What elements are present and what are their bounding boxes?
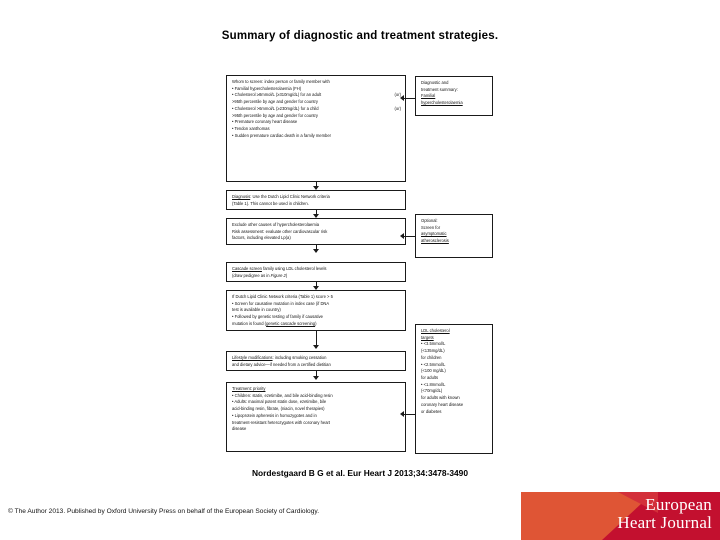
- connector-arrow-6: [313, 376, 319, 380]
- flow-box-genetic-screening: If Dutch Lipid Clinic Network criteria (…: [226, 290, 406, 331]
- whom-line-1: • Familial hypercholesterolaemia (FH): [232, 85, 302, 91]
- flow-box-lifestyle: Lifestyle modifications: including smoki…: [226, 351, 406, 371]
- whom-line-8: • Sudden premature cardiac death in a fa…: [232, 132, 332, 138]
- ldl-line-2: (<135mg/dL): [421, 348, 445, 354]
- summary-link-line-2[interactable]: hypercholesterolaemia: [421, 100, 463, 106]
- flow-box-diagnosis: Diagnosis: Use the Dutch Lipid Clinic Ne…: [226, 190, 406, 210]
- lifestyle-label: Lifestyle modifications: [232, 355, 273, 360]
- summary-link-line-1[interactable]: Familial: [421, 93, 436, 99]
- connector-line-3: [316, 245, 317, 252]
- side-connector-arrow-1: [400, 95, 404, 101]
- whom-line-7: • Tendon xanthomas: [232, 126, 270, 132]
- summary-line-1: Diagnostic and: [421, 80, 449, 85]
- whom-line-6: • Premature coronary heart disease: [232, 119, 298, 125]
- whom-line-5: >95th percentile by age and gender for c…: [232, 112, 318, 118]
- whom-line-3: >95th percentile by age and gender for c…: [232, 99, 318, 105]
- ldl-line-4: • <2.5mmol/L: [421, 361, 446, 367]
- ldl-label-line-1: LDL cholesterol: [421, 328, 450, 333]
- flow-box-exclude-causes: Exclude other causes of hypercholesterol…: [226, 218, 406, 245]
- flow-box-whom-to-screen: Whom to screen: index person or family m…: [226, 75, 406, 182]
- flow-box-ldl-targets: LDL cholesterol targets • <3.5mmol/L (<1…: [415, 324, 493, 454]
- side-connector-line-3: [403, 414, 415, 415]
- optional-link-line-1[interactable]: asymptomatic: [421, 231, 447, 237]
- connector-line-5: [316, 331, 317, 348]
- treatment-line-5: treatment-resistant heterozygotes with c…: [232, 419, 331, 425]
- connector-line-4: [316, 282, 317, 289]
- lifestyle-line-1: : including smoking cessation: [272, 355, 327, 360]
- cascade-figure-ref: Figure 2: [270, 272, 286, 278]
- genetic-line-5-pre: mutation is found (: [232, 320, 267, 326]
- ldl-line-7: • <1.8mmol/L: [421, 381, 446, 387]
- connector-arrow-5: [313, 345, 319, 349]
- flowchart-diagram: Whom to screen: index person or family m…: [226, 75, 493, 454]
- genetic-line-2: • Screen for causative mutation in index…: [232, 300, 330, 306]
- side-connector-line-2: [403, 236, 415, 237]
- connector-line-2: [316, 210, 317, 217]
- flow-box-treatment: Treatment: priority • Children: statin, …: [226, 382, 406, 452]
- ldl-line-1: • <3.5mmol/L: [421, 341, 446, 347]
- optional-line-2: Screen for: [421, 224, 441, 230]
- connector-line-1: [316, 182, 317, 189]
- treatment-line-4: • Lipoprotein apheresis in homozygotes a…: [232, 412, 317, 418]
- treatment-label: Treatment: priority: [232, 386, 266, 391]
- diagnosis-line-2: (Table 1). This cannot be used in childr…: [232, 200, 309, 206]
- whom-line-2-or: (or): [394, 92, 401, 98]
- side-connector-line-1: [403, 98, 415, 99]
- exclude-line-3: factors, including elevated Lp(a): [232, 235, 291, 241]
- cascade-label: Cascade screen: [232, 266, 262, 271]
- cascade-line-2-post: ): [285, 272, 288, 278]
- genetic-line-3: test is available in country): [232, 307, 281, 313]
- lifestyle-line-2: and dietary advice—if needed from a cert…: [232, 361, 331, 367]
- connector-arrow-3: [313, 249, 319, 253]
- ldl-line-10: coronary heart disease: [421, 401, 464, 407]
- logo-line-1: European: [645, 495, 712, 514]
- exclude-line-2: Risk assessment: evaluate other cardiova…: [232, 228, 328, 234]
- side-connector-arrow-2: [400, 233, 404, 239]
- flow-box-optional-screen: Optional: Screen for asymptomatic athero…: [415, 214, 493, 258]
- whom-heading: Whom to screen: index person or family m…: [232, 79, 330, 84]
- ldl-label-line-2: targets: [421, 334, 434, 340]
- summary-line-2: treatment summary:: [421, 86, 458, 92]
- connector-arrow-1: [313, 186, 319, 190]
- ldl-line-5: (<100 mg/dL): [421, 368, 446, 374]
- genetic-cascade-link: genetic cascade screening: [266, 320, 316, 326]
- ldl-line-3: for children: [421, 354, 442, 360]
- flow-box-diagnostic-summary: Diagnostic and treatment summary: Famili…: [415, 76, 493, 116]
- treatment-line-3: acid-binding resin, fibrate, (niacin, no…: [232, 406, 325, 412]
- connector-arrow-4: [313, 286, 319, 290]
- treatment-line-2: • Adults: maximal potent statin dose, ez…: [232, 399, 327, 405]
- page-title: Summary of diagnostic and treatment stra…: [221, 30, 499, 42]
- logo-wordmark: European Heart Journal: [617, 495, 712, 533]
- copyright-text: © The Author 2013. Published by Oxford U…: [8, 508, 320, 515]
- exclude-line-1: Exclude other causes of hypercholesterol…: [232, 222, 320, 227]
- optional-link-line-2[interactable]: atherosclerosis: [421, 238, 449, 244]
- ldl-line-9: for adults with known: [421, 395, 460, 401]
- genetic-line-5-post: ): [315, 320, 317, 326]
- whom-line-4-or: (or): [394, 105, 401, 111]
- genetic-line-4: • Followed by genetic testing of family …: [232, 314, 323, 320]
- treatment-line-6: disease: [232, 426, 247, 432]
- genetic-line-1: If Dutch Lipid Clinic Network criteria (…: [232, 294, 333, 299]
- logo-line-2: Heart Journal: [617, 513, 712, 533]
- whom-line-2: • Cholesterol ≥8mmol/L (≥310mg/dL) for a…: [232, 92, 322, 98]
- ldl-line-8: (<70mg/dL): [421, 388, 443, 394]
- cascade-line-2-pre: (draw pedigree as in: [232, 272, 271, 278]
- diagnosis-label: Diagnosis: [232, 194, 251, 199]
- connector-arrow-2: [313, 214, 319, 218]
- treatment-line-1: • Children: statin, ezetimibe, and bile …: [232, 392, 333, 398]
- cascade-line-1: family using LDL cholesterol levels: [261, 266, 327, 271]
- european-heart-journal-logo: European Heart Journal: [521, 492, 720, 540]
- optional-line-1: Optional:: [421, 218, 438, 223]
- ldl-line-11: or diabetes: [421, 408, 442, 414]
- whom-line-4: • Cholesterol >6mmol/L (≥230mg/dL) for a…: [232, 105, 319, 111]
- ldl-line-6: for adults: [421, 375, 439, 381]
- flow-box-cascade-screen: Cascade screen family using LDL choleste…: [226, 262, 406, 282]
- side-connector-arrow-3: [400, 411, 404, 417]
- citation-text: Nordestgaard B G et al. Eur Heart J 2013…: [252, 468, 468, 478]
- connector-line-6: [316, 371, 317, 379]
- diagnosis-line-1: : Use the Dutch Lipid Clinic Network cri…: [250, 194, 330, 199]
